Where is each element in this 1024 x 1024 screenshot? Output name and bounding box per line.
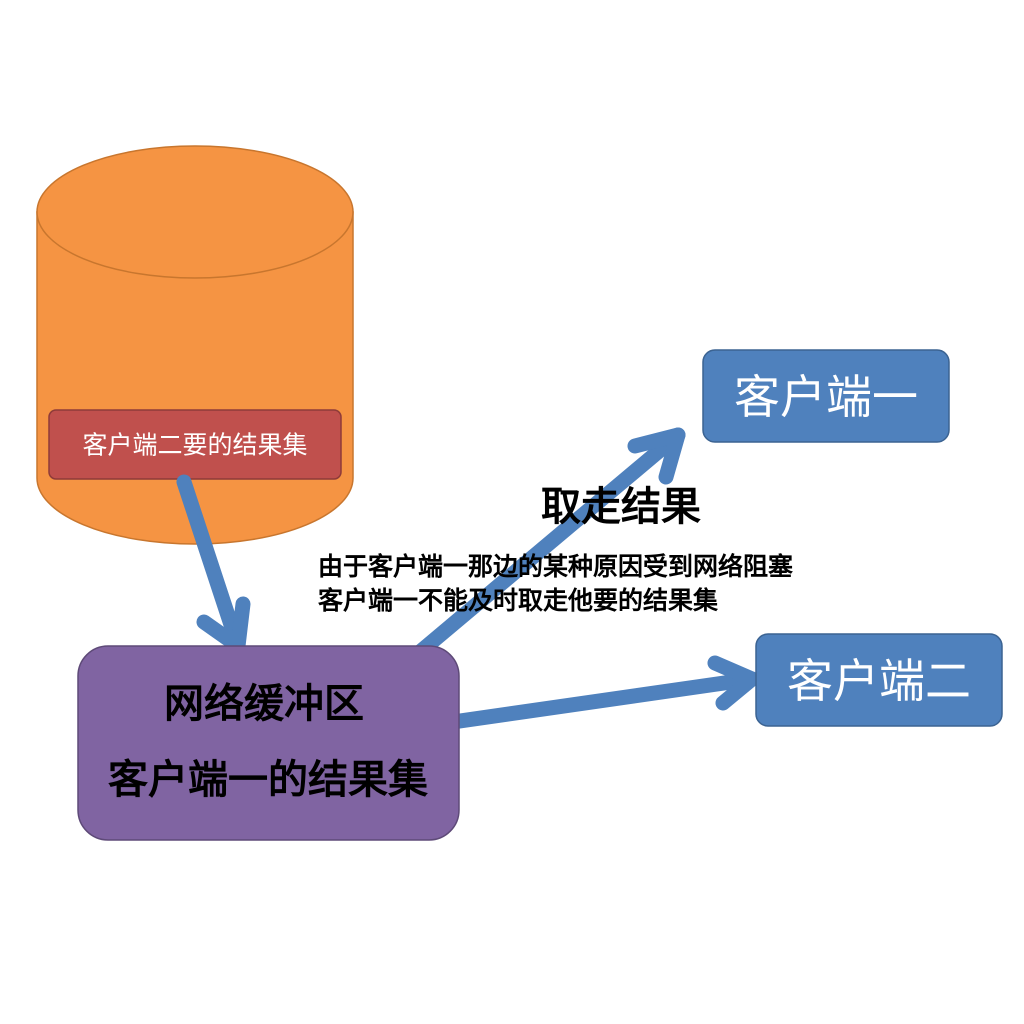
arrow-buffer-to-client-two xyxy=(417,655,760,734)
network-buffer-box: 网络缓冲区 客户端一的结果集 xyxy=(77,645,460,841)
reason-text-line-2: 客户端一不能及时取走他要的结果集 xyxy=(318,586,719,615)
reason-text-line-1: 由于客户端一那边的某种原因受到网络阻塞 xyxy=(318,552,793,581)
network-buffer-title: 网络缓冲区 xyxy=(164,681,364,727)
fetch-result-label: 取走结果 xyxy=(541,484,701,530)
client-one-background xyxy=(702,349,950,443)
client-two-box: 客户端二 xyxy=(755,633,1003,727)
client-one-label: 客户端一 xyxy=(734,370,918,424)
client-one-box: 客户端一 xyxy=(702,349,950,443)
database-label-box: 客户端二要的结果集 xyxy=(48,409,342,480)
database-cylinder xyxy=(36,145,354,545)
database-label-background xyxy=(48,409,342,480)
arrow-buffer-to-client-one xyxy=(400,427,686,670)
network-buffer-subtitle: 客户端一的结果集 xyxy=(108,757,428,803)
client-two-label: 客户端二 xyxy=(787,654,971,708)
database-label-text: 客户端二要的结果集 xyxy=(82,431,307,460)
client-two-background xyxy=(755,633,1003,727)
database-top xyxy=(36,145,354,279)
network-buffer-background xyxy=(77,645,460,841)
